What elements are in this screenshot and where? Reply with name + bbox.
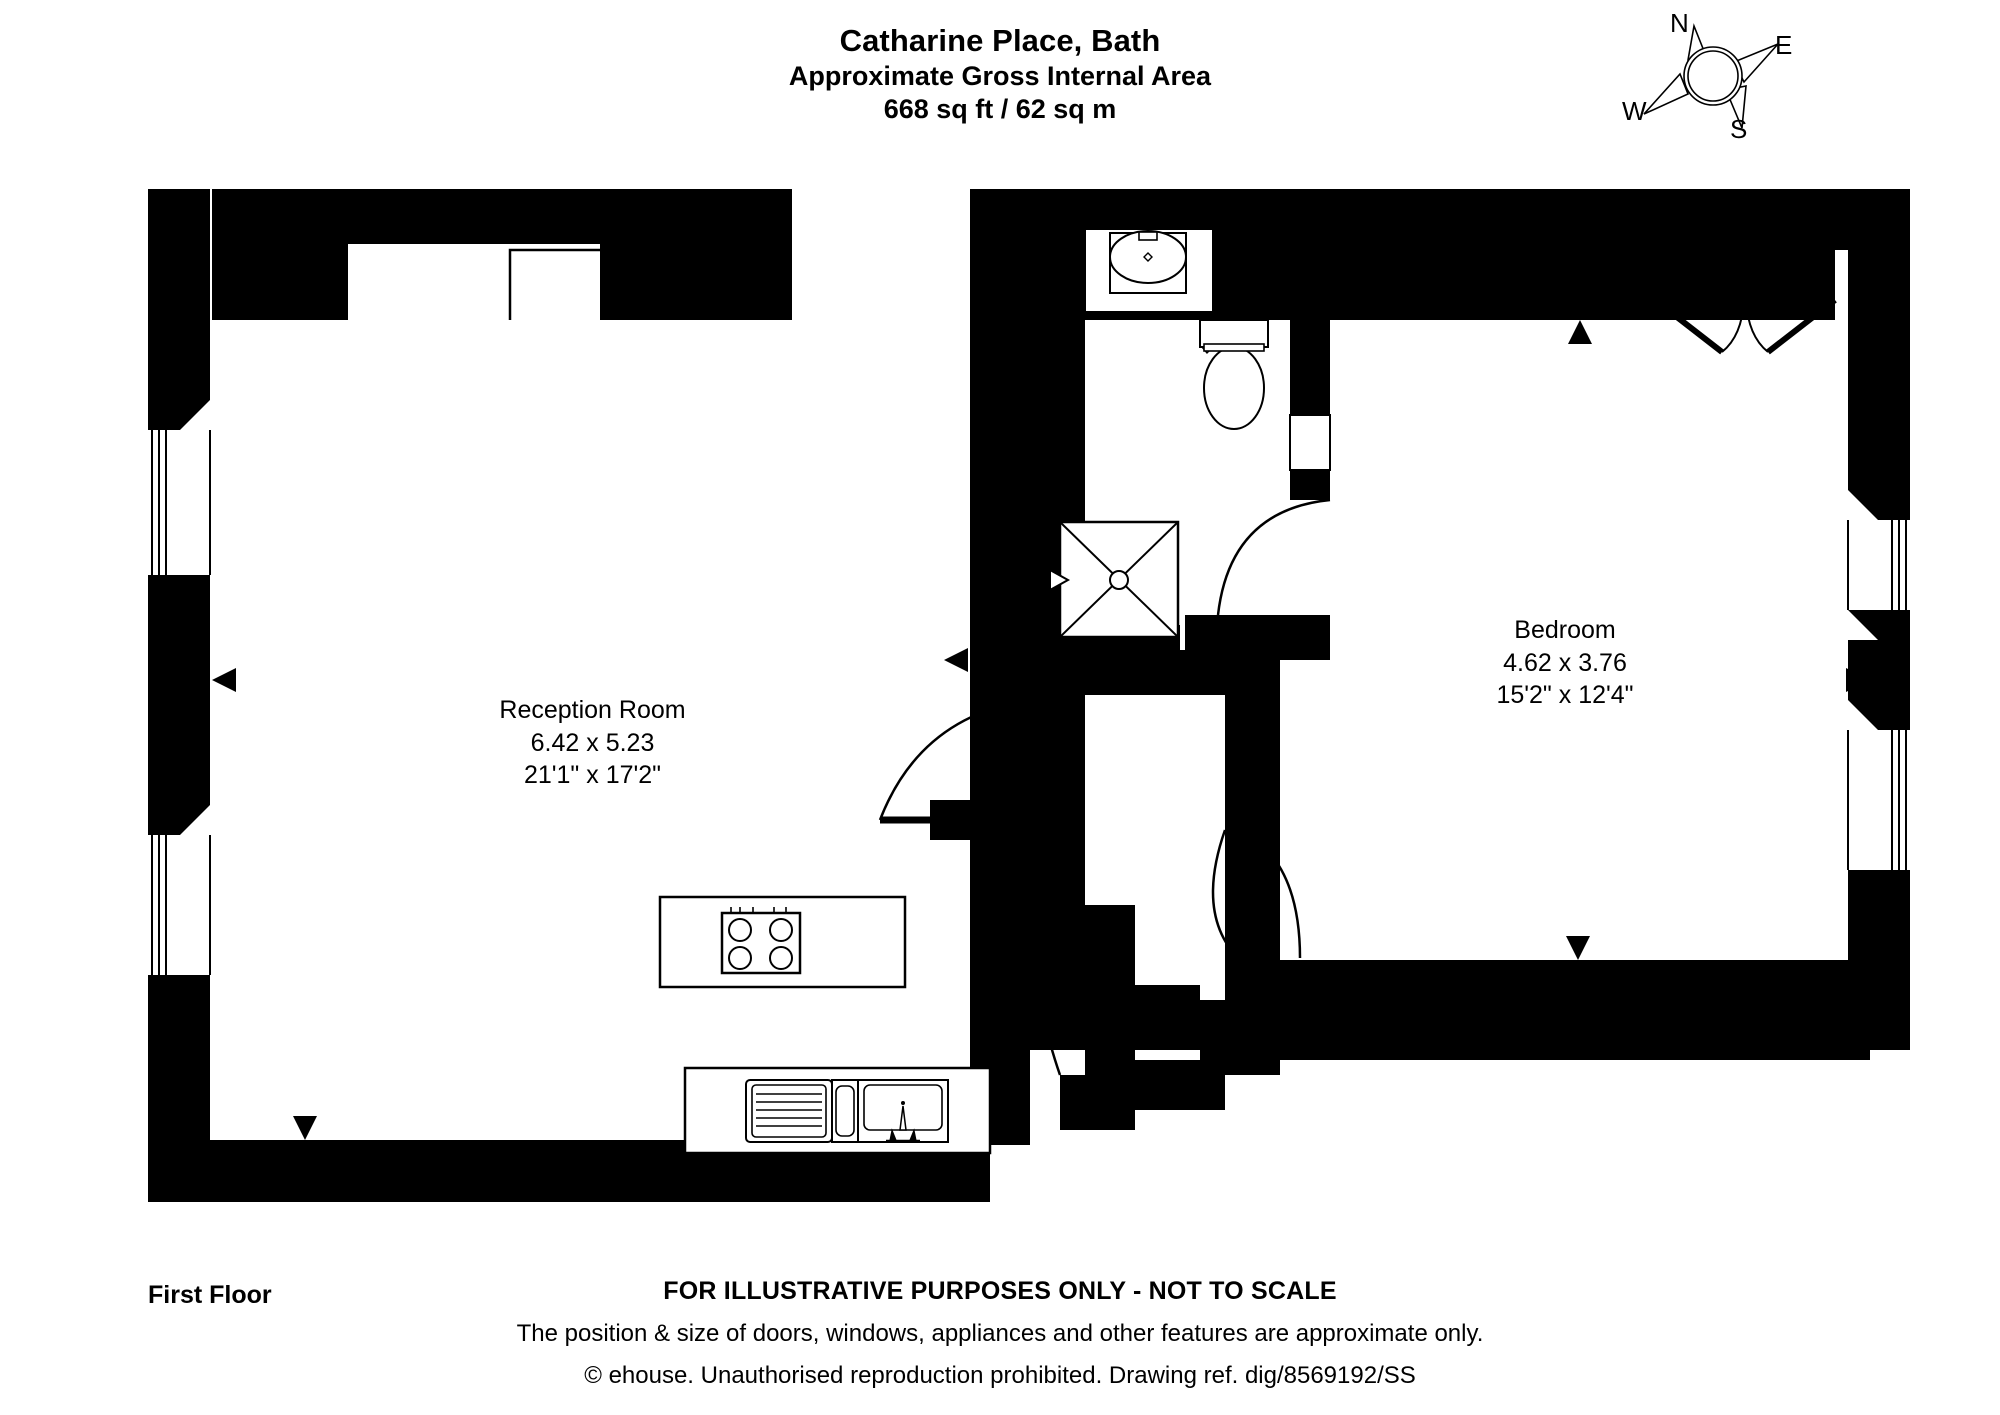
door-bedroom-hall: [1211, 828, 1302, 961]
door-reception: [878, 698, 1031, 845]
door-entrance: [1038, 903, 1086, 1076]
page-title: Catharine Place, Bath: [839, 23, 1161, 58]
reception-room-name: Reception Room: [499, 696, 686, 724]
wash-basin: [1084, 228, 1214, 313]
reception-room-metric: 6.42 x 5.23: [530, 728, 655, 757]
door-bathroom: [1216, 498, 1331, 616]
radiator-marker-reception-bottom: [293, 1116, 317, 1140]
doors: [878, 297, 1837, 1076]
sink-small-bowl: [831, 1079, 859, 1143]
four-burner-hob: [720, 907, 802, 975]
radiator-marker-bedroom-bottom: [1566, 936, 1590, 960]
toilet-wc: [1199, 319, 1269, 430]
compass-rose: N E S W: [1622, 8, 1792, 144]
window-right-2: [1847, 730, 1910, 870]
bedroom-name: Bedroom: [1514, 616, 1616, 644]
bedroom-metric: 4.62 x 3.76: [1503, 648, 1627, 677]
disclaimer-body: The position & size of doors, windows, a…: [516, 1320, 1484, 1347]
sink-tap-icon: [886, 1101, 920, 1143]
shower-enclosure: [1049, 520, 1180, 639]
room-label-bedroom: Bedroom 4.62 x 3.76 15'2" x 12'4": [1400, 614, 1730, 712]
radiator-marker-reception-top: [293, 244, 317, 268]
radiator-marker-reception-left: [212, 668, 236, 692]
radiator-marker-bedroom-right: [1846, 668, 1870, 692]
alcove-reception: [508, 248, 662, 320]
floor-plan-drawing: [148, 189, 1910, 1202]
area-value: 668 sq ft / 62 sq m: [883, 93, 1117, 124]
disclaimer-title: FOR ILLUSTRATIVE PURPOSES ONLY - NOT TO …: [663, 1277, 1337, 1305]
bedroom-imperial: 15'2" x 12'4": [1496, 681, 1634, 709]
window-bathroom-side: [1289, 414, 1331, 471]
compass-north-label: N: [1670, 8, 1689, 38]
compass-west-label: W: [1622, 96, 1647, 126]
kitchen-island: [658, 895, 907, 989]
title-block: Catharine Place, Bath Approximate Gross …: [560, 22, 1440, 126]
sink-large-bowl: [857, 1079, 949, 1143]
copyright-notice: © ehouse. Unauthorised reproduction proh…: [584, 1362, 1416, 1389]
kitchen-sink-unit: [683, 1066, 992, 1155]
room-label-reception-room: Reception Room 6.42 x 5.23 21'1" x 17'2": [365, 694, 820, 792]
compass-star: [1643, 23, 1779, 129]
recess-outlines: [508, 248, 662, 320]
reception-room-imperial: 21'1" x 17'2": [523, 761, 662, 789]
radiator-marker-bedroom-top: [1568, 320, 1592, 344]
window-right-1: [1847, 520, 1910, 610]
floor-label: First Floor: [148, 1281, 272, 1309]
shower-valve-icon: [1049, 568, 1071, 592]
window-left-2: [148, 835, 211, 975]
footer-disclaimer: FOR ILLUSTRATIVE PURPOSES ONLY - NOT TO …: [230, 1277, 1770, 1390]
window-left-1: [148, 430, 211, 575]
area-subtitle: Approximate Gross Internal Area: [788, 60, 1212, 91]
sink-drainer: [745, 1079, 833, 1143]
radiator-markers: [212, 244, 1870, 1140]
radiator-marker-hall-right: [1247, 648, 1271, 672]
door-bedroom-french: [1653, 297, 1837, 355]
windows: [148, 414, 1910, 975]
compass-east-label: E: [1775, 30, 1792, 60]
radiator-marker-hall-left: [944, 648, 968, 672]
